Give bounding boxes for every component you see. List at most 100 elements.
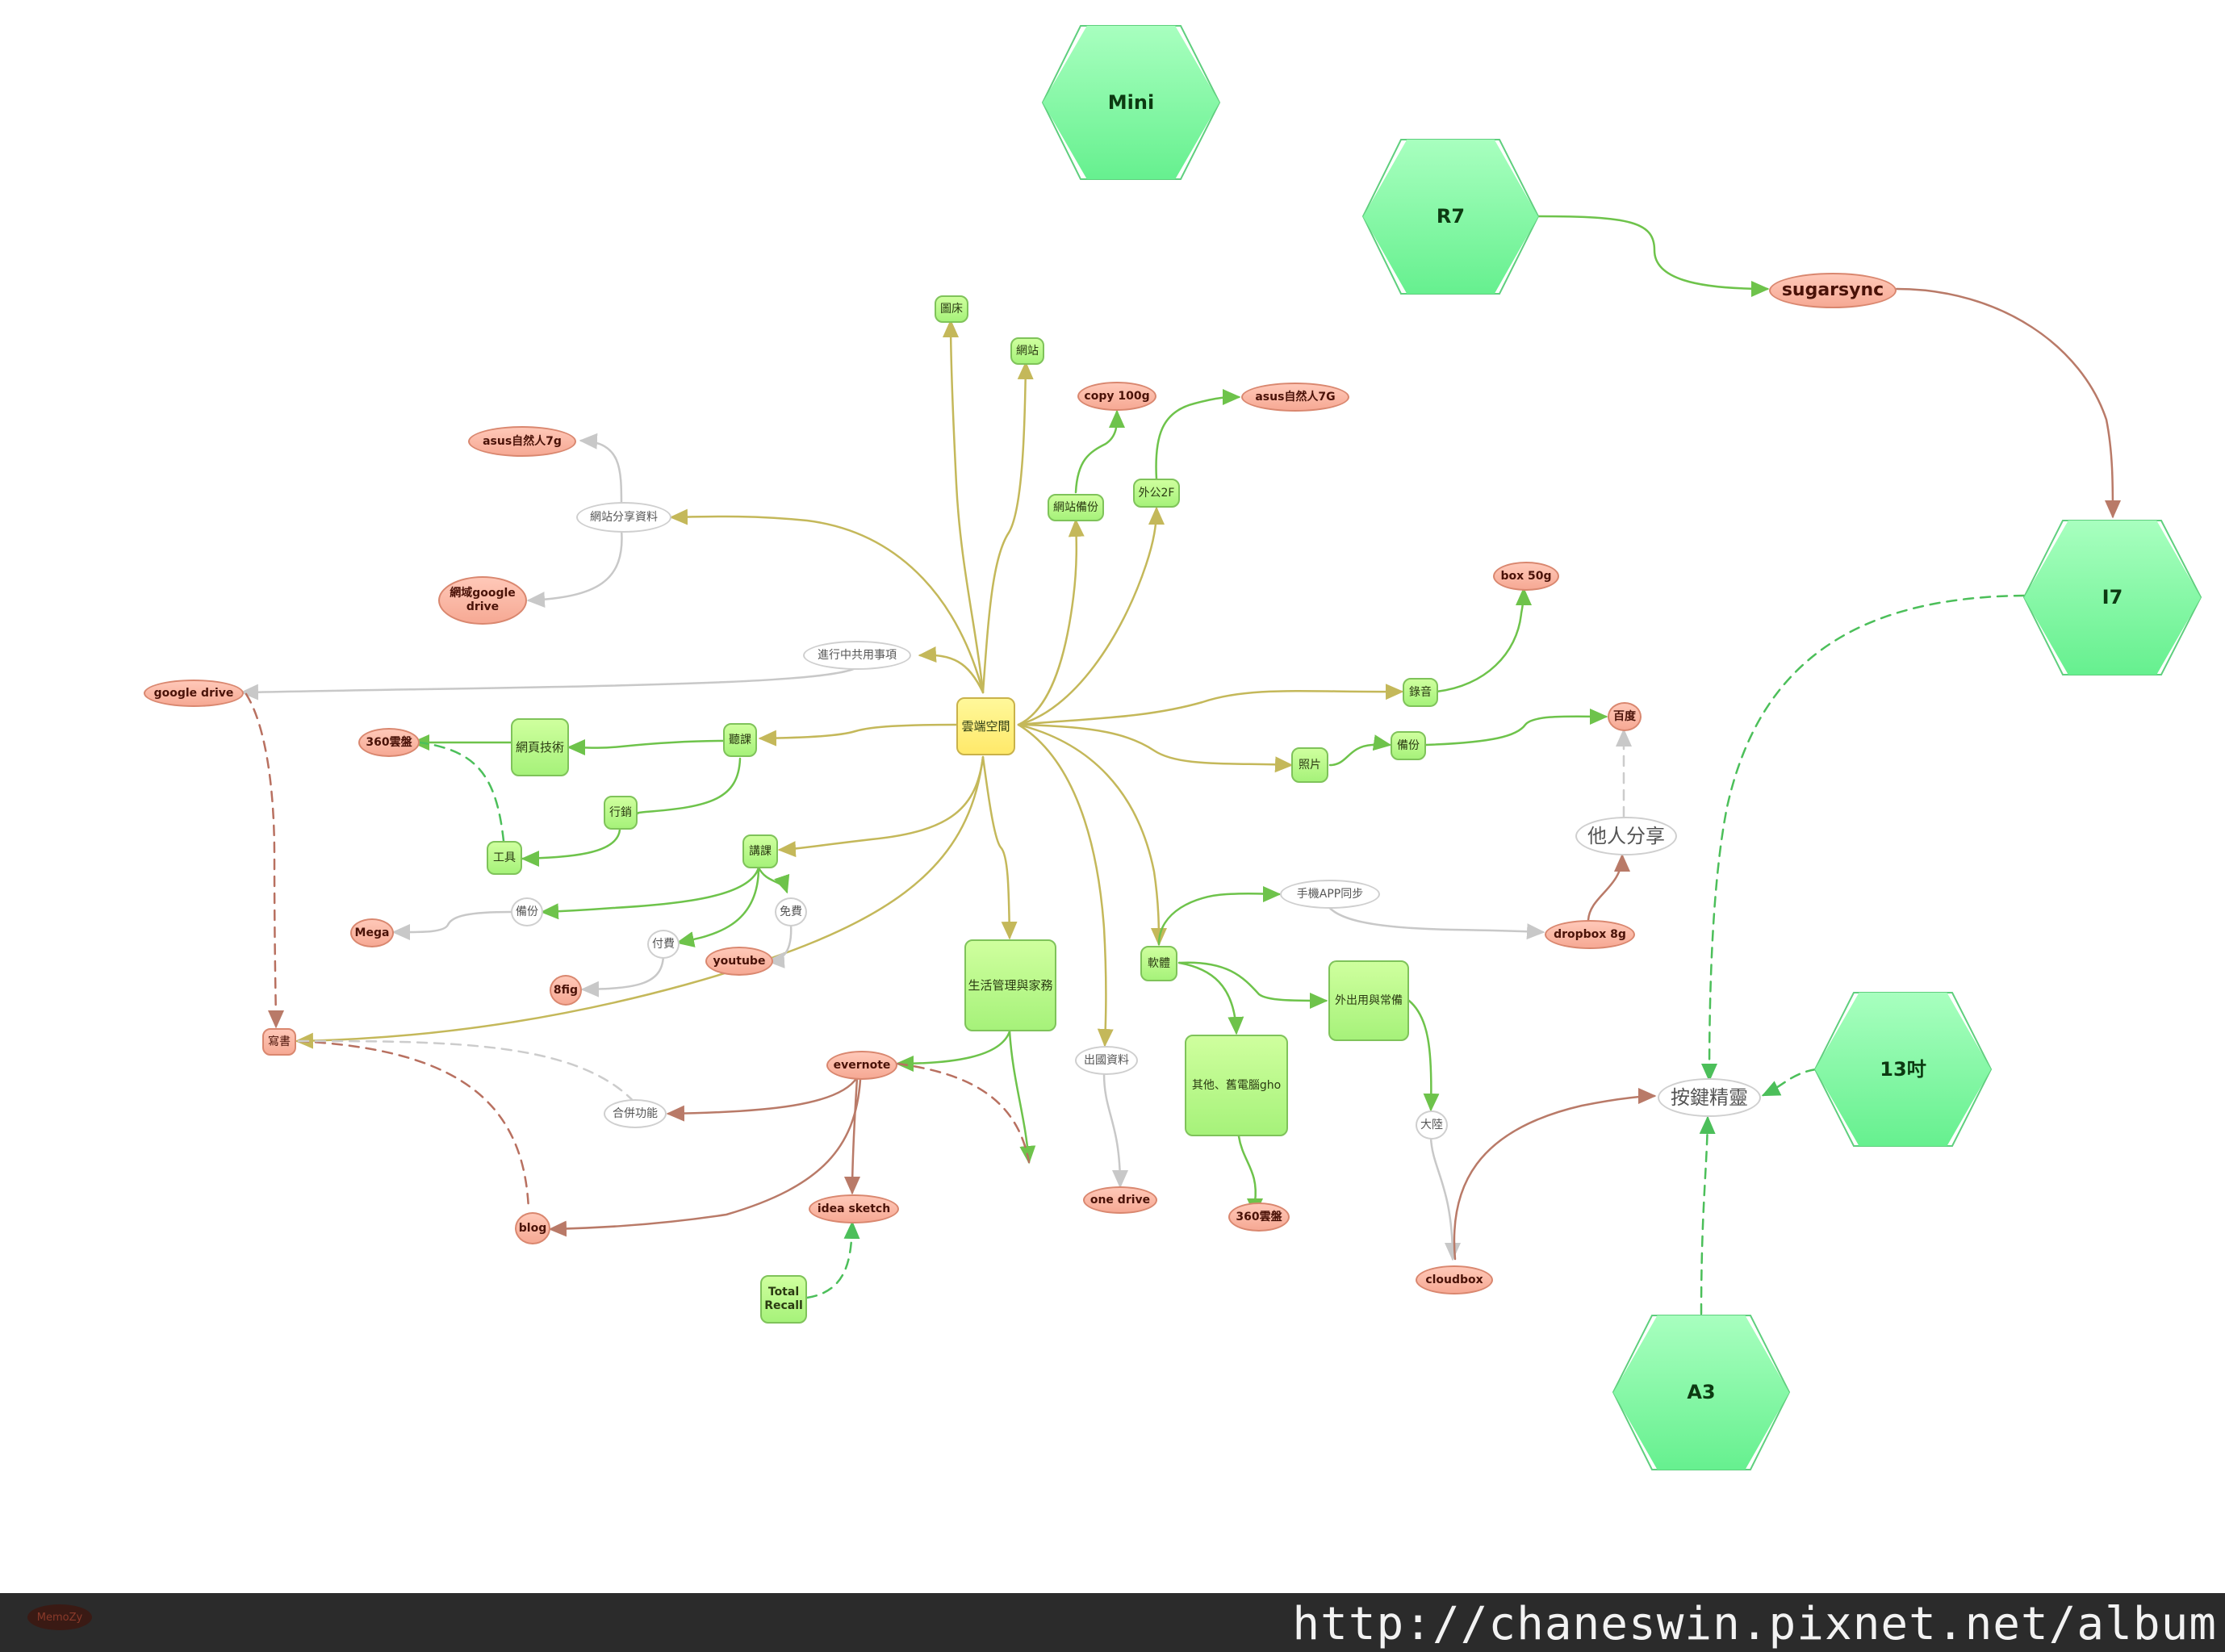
edge-center-shenghuo [981,755,1018,940]
node-wangzhan-share[interactable]: 網站分享資料 [576,502,671,533]
node-total-recall[interactable]: Total Recall [760,1275,807,1324]
node-wangzhan-beifen[interactable]: 網站備份 [1048,494,1104,521]
edge-center-wangzhan-share [669,508,985,694]
node-tingke[interactable]: 聽課 [723,723,757,757]
node-360-yunpan-left[interactable]: 360雲盤 [358,728,420,757]
hex-outline-r7 [1361,139,1540,295]
edge-ruanti-shouji [1157,885,1282,946]
node-sugarsync[interactable]: sugarsync [1769,273,1897,308]
edge-evernote-idea [844,1077,861,1195]
node-xieshu[interactable]: 寫書 [262,1028,296,1056]
node-domain-google-drive[interactable]: 網域google drive [438,576,527,625]
edge-evernote-blog [548,1078,862,1237]
node-wangye-jishu[interactable]: 網頁技術 [511,718,569,776]
footer-url-text[interactable]: http://chaneswin.pixnet.net/album [1292,1598,2217,1650]
node-gongju[interactable]: 工具 [487,841,522,875]
edge-chuguo-onedrive [1102,1072,1128,1189]
node-chuguo-ziliao[interactable]: 出國資料 [1075,1046,1138,1075]
node-qita-gho[interactable]: 其他、舊電腦gho [1185,1035,1288,1136]
node-cloud-space-center[interactable]: 雲端空間 [956,697,1015,755]
edge-center-tingke [758,723,958,747]
edge-fufei-8fig [580,952,665,997]
edge-beifen-mega [391,910,512,941]
edge-tingke-xingxiao [621,757,742,822]
node-google-drive[interactable]: google drive [144,680,244,707]
edge-beifen-copy [1074,409,1126,494]
node-shouji-app[interactable]: 手機APP同步 [1280,880,1380,909]
hex-outline-i7 [2022,520,2202,675]
node-taren-fenxiang[interactable]: 他人分享 [1575,817,1677,855]
node-beifen-white[interactable]: 備份 [511,897,543,926]
edge-sugarsync-i7 [1895,287,2121,519]
node-ruanti[interactable]: 軟體 [1140,946,1177,981]
edge-center-wangzhan [981,361,1034,694]
edge-zhaopian-beifen [1328,734,1392,767]
node-asus-7G[interactable]: asus自然人7G [1241,383,1349,412]
node-asus-7g[interactable]: asus自然人7g [468,426,576,457]
edge-center-waigong2f [1017,506,1165,726]
node-mega[interactable]: Mega [350,918,394,947]
node-baidu[interactable]: 百度 [1608,702,1642,731]
node-dalu[interactable]: 大陸 [1416,1110,1448,1140]
node-waigong-2f[interactable]: 外公2F [1133,479,1180,508]
node-dropbox-8g[interactable]: dropbox 8g [1545,920,1635,949]
edge-xieshu-blog-dashed [297,1039,530,1212]
node-box-50g[interactable]: box 50g [1493,562,1559,591]
node-one-drive[interactable]: one drive [1083,1186,1157,1214]
node-tuchuang[interactable]: 圖床 [935,295,968,323]
edge-r7-sugarsync [1537,215,1770,297]
edge-gongju-360-dashed [418,741,505,843]
node-xingxiao[interactable]: 行銷 [604,796,638,830]
edge-gdrive-xieshu-dashed [245,692,284,1029]
node-8fig[interactable]: 8fig [550,975,582,1006]
edge-tingke-wangye [567,739,726,756]
node-jinxing-gongyong[interactable]: 進行中共用事項 [803,641,911,670]
edge-beifen-baidu [1424,708,1608,747]
edge-waichu-dalu [1407,999,1440,1112]
node-waichu-changbei[interactable]: 外出用與常備 [1328,960,1409,1041]
edge-evernote-hebing [666,1076,859,1122]
node-idea-sketch[interactable]: idea sketch [809,1194,899,1223]
node-shenghuo-guanli[interactable]: 生活管理與家務 [964,939,1056,1031]
node-evernote[interactable]: evernote [826,1051,897,1080]
edge-jiangke-mianfei [757,866,790,894]
node-360-yunpan-right[interactable]: 360雲盤 [1228,1202,1290,1232]
node-blog[interactable]: blog [515,1212,550,1244]
edge-total-idea-dashed [805,1220,860,1299]
node-zhaopian[interactable]: 照片 [1291,747,1328,783]
edge-share-asus [579,433,623,508]
edge-center-zhaopian [1017,723,1294,773]
edge-jiangke-fufei [675,866,760,947]
node-jiangke[interactable]: 講課 [742,834,778,868]
node-mianfei[interactable]: 免費 [775,897,807,926]
edge-dalu-cloudbox [1429,1136,1461,1261]
node-hebing-gongneng[interactable]: 合併功能 [604,1099,667,1128]
edge-cloudbox-anjian [1453,1088,1657,1261]
node-cloudbox[interactable]: cloudbox [1416,1265,1493,1294]
node-wangzhan[interactable]: 網站 [1010,337,1044,365]
edge-jiangke-beifen [540,866,760,920]
device-mini[interactable]: Mini [1043,26,1219,179]
node-luyin[interactable]: 錄音 [1403,678,1438,707]
edge-shenghuo-evernote [895,1030,1011,1072]
edge-13inch-anjian-dashed [1761,1068,1817,1097]
node-anjian-jingling[interactable]: 按鍵精靈 [1658,1078,1761,1117]
edge-shenghuo-down [1008,1030,1036,1165]
node-copy-100g[interactable]: copy 100g [1077,382,1156,411]
node-youtube[interactable]: youtube [705,947,773,976]
edge-a3-anjian-dashed [1699,1115,1716,1315]
memozy-logo: MemoZy [27,1604,92,1630]
edge-dropbox-taren [1587,853,1630,922]
edge-xingxiao-gongju [520,828,621,867]
edge-center-tuchuang [943,319,985,694]
edge-ruanti-waichu [1177,961,1328,1009]
footer-bar: MemoZy http://chaneswin.pixnet.net/album [0,1593,2225,1652]
node-fufei[interactable]: 付費 [647,930,680,959]
edge-jinxing-gdrive [240,664,861,701]
edge-luyin-box [1435,587,1532,693]
edge-center-xieshu [295,755,985,1049]
edge-center-jinxing [918,646,985,694]
edge-center-chuguo [1017,723,1114,1048]
node-beifen-green[interactable]: 備份 [1391,731,1426,760]
